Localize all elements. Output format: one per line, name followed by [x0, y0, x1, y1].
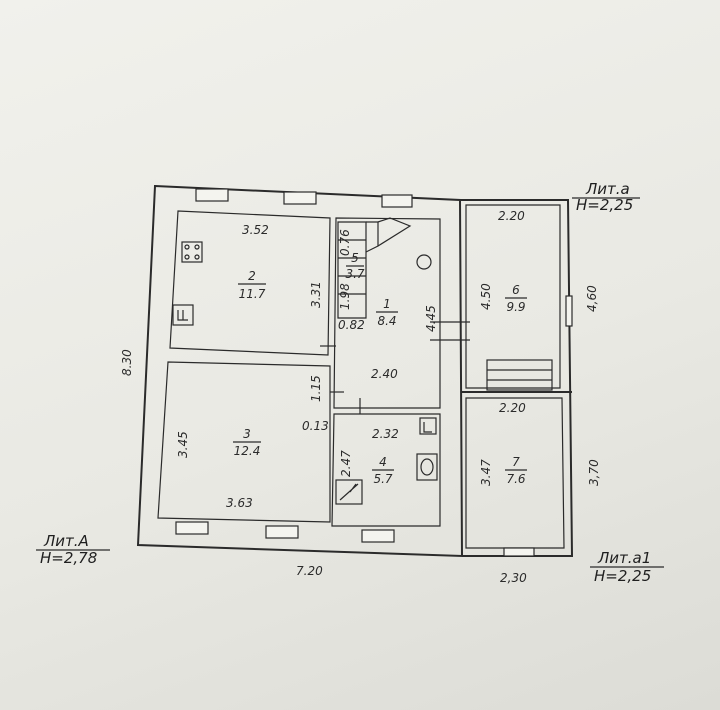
dim-r3-width: 3.63 — [226, 496, 253, 510]
svg-text:6: 6 — [512, 283, 520, 297]
lit-a1-height: Н=2,25 — [594, 567, 651, 585]
lit-a-name: Лит.а — [585, 180, 630, 198]
dim-r7-width: 2.20 — [499, 401, 526, 415]
room-6-walls — [465, 204, 561, 389]
room-7-label: 7 7.6 — [505, 455, 527, 486]
dim-r7-outer: 3,70 — [587, 459, 601, 486]
svg-text:7.6: 7.6 — [506, 472, 525, 486]
dim-r7-bottom: 2,30 — [500, 571, 527, 585]
room-6-label: 6 9.9 — [505, 283, 527, 314]
svg-text:2: 2 — [248, 269, 256, 283]
lit-A-height: Н=2,78 — [40, 549, 97, 567]
dim-gap1: 1.15 — [309, 375, 323, 402]
boiler-icon — [335, 479, 363, 505]
svg-text:7: 7 — [512, 455, 520, 469]
window-marks — [175, 188, 573, 557]
stove-icon — [181, 241, 203, 263]
sink-icon — [172, 304, 194, 326]
svg-text:8.4: 8.4 — [377, 314, 396, 328]
svg-text:3.7: 3.7 — [345, 267, 364, 281]
lit-a-height: Н=2,25 — [576, 196, 633, 214]
svg-text:11.7: 11.7 — [239, 287, 266, 301]
room-1-walls — [333, 217, 441, 409]
toilet-icon — [416, 453, 438, 481]
steps-icon — [486, 359, 553, 391]
dim-r1-width: 2.40 — [371, 367, 398, 381]
staircase — [337, 217, 412, 319]
svg-text:5: 5 — [351, 251, 359, 265]
room-4-walls — [331, 413, 441, 527]
dim-r6-width: 2.20 — [498, 209, 525, 223]
dim-r5-c: 0.82 — [338, 318, 365, 332]
room-1-label: 1 8.4 — [376, 297, 398, 328]
outer-wall-annex — [460, 199, 574, 557]
dim-r2-height: 3.31 — [309, 281, 323, 308]
svg-text:9.9: 9.9 — [506, 300, 525, 314]
washbasin-icon — [419, 417, 437, 435]
dim-total-height: 8.30 — [120, 349, 134, 376]
room-3-label: 3 12.4 — [233, 427, 261, 458]
dim-gap2: 0.13 — [302, 419, 329, 433]
dim-r1-height: 4.45 — [424, 305, 438, 332]
dim-r3-height: 3.45 — [176, 431, 190, 458]
lit-A-name: Лит.А — [43, 532, 89, 550]
svg-text:5.7: 5.7 — [373, 472, 392, 486]
dim-total-width: 7.20 — [296, 564, 323, 578]
svg-text:4: 4 — [379, 455, 387, 469]
dim-r4-height: 2.47 — [339, 450, 353, 477]
svg-text:1: 1 — [383, 297, 391, 311]
svg-text:3: 3 — [243, 427, 251, 441]
room-7-walls — [465, 397, 565, 549]
room-2-label: 2 11.7 — [238, 269, 266, 301]
lit-a1-name: Лит.а1 — [597, 549, 651, 567]
dim-r6-outer: 4,60 — [585, 285, 599, 312]
dim-r5-a: 0.76 — [338, 229, 352, 256]
stove-circle — [416, 254, 432, 270]
dim-r4-width: 2.32 — [372, 427, 399, 441]
dim-r2-width: 3.52 — [242, 223, 269, 237]
svg-text:12.4: 12.4 — [234, 444, 261, 458]
dim-r6-height: 4.50 — [479, 283, 493, 310]
dim-r5-b: 1.98 — [338, 283, 352, 310]
room-3-walls — [157, 361, 331, 523]
door-marks — [320, 321, 470, 414]
room-2-walls — [169, 210, 331, 356]
room-4-label: 4 5.7 — [372, 455, 394, 486]
dim-r7-height: 3.47 — [479, 459, 493, 486]
room-5-label: 5 3.7 — [345, 251, 364, 281]
